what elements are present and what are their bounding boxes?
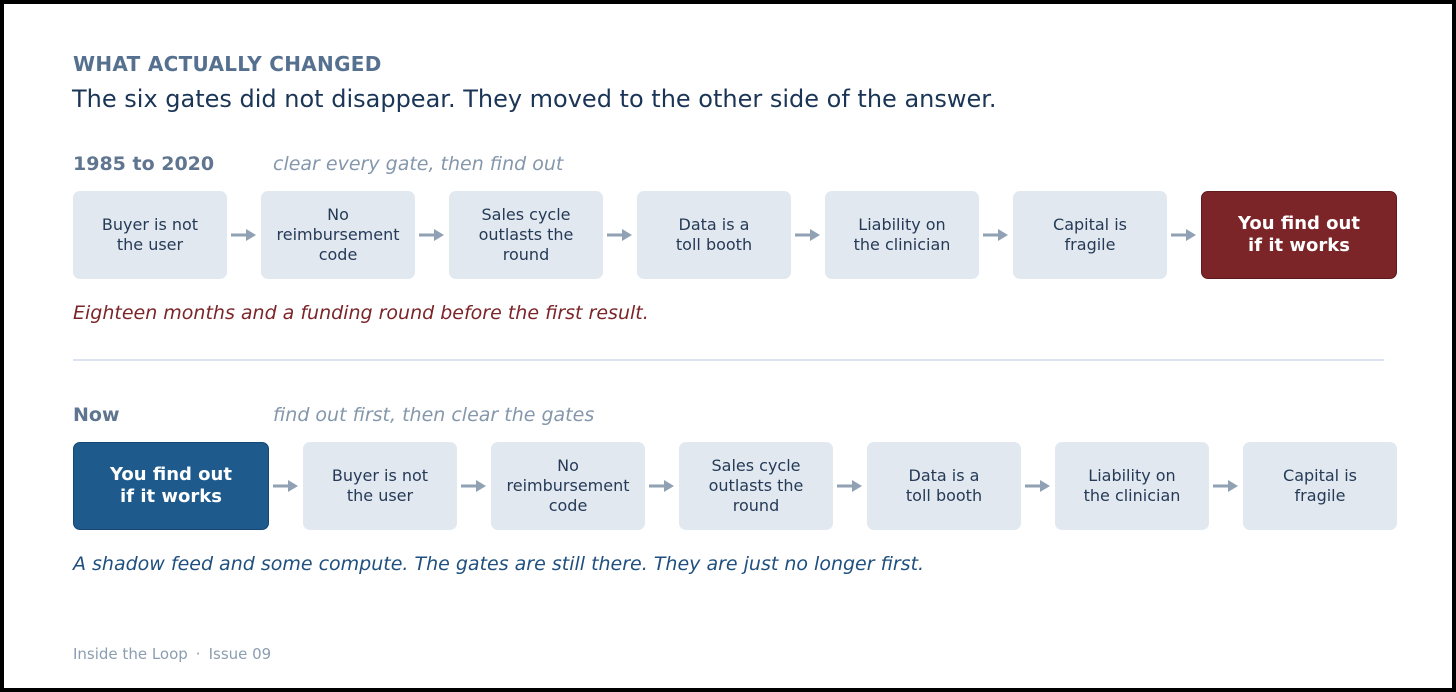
- arrow-right-icon: [1167, 191, 1201, 279]
- arrow-right-icon: [269, 442, 303, 530]
- before-caption: Eighteen months and a funding round befo…: [73, 302, 649, 324]
- footer: Inside the Loop · Issue 09: [73, 645, 271, 663]
- section-eyebrow: WHAT ACTUALLY CHANGED: [73, 52, 382, 76]
- arrow-right-icon: [457, 442, 491, 530]
- arrow-right-icon: [979, 191, 1013, 279]
- arrow-right-icon: [1209, 442, 1243, 530]
- before-row-subtitle: clear every gate, then find out: [273, 153, 564, 175]
- arrow-right-icon: [1021, 442, 1055, 530]
- headline: The six gates did not disappear. They mo…: [72, 85, 997, 113]
- arrow-right-icon: [603, 191, 637, 279]
- arrow-right-icon: [227, 191, 261, 279]
- before-row-label: 1985 to 2020: [73, 153, 215, 175]
- now-row-subtitle: find out first, then clear the gates: [273, 404, 595, 426]
- footer-separator: ·: [195, 645, 201, 663]
- divider: [73, 359, 1384, 361]
- arrow-right-icon: [415, 191, 449, 279]
- arrow-right-icon: [645, 442, 679, 530]
- canvas: WHAT ACTUALLY CHANGED The six gates did …: [4, 4, 1452, 688]
- arrow-right-icon: [833, 442, 867, 530]
- publication-name: Inside the Loop: [73, 645, 188, 663]
- arrow-right-icon: [791, 191, 825, 279]
- now-row-label: Now: [73, 404, 120, 426]
- issue-number: Issue 09: [208, 645, 272, 663]
- now-caption: A shadow feed and some compute. The gate…: [73, 553, 925, 575]
